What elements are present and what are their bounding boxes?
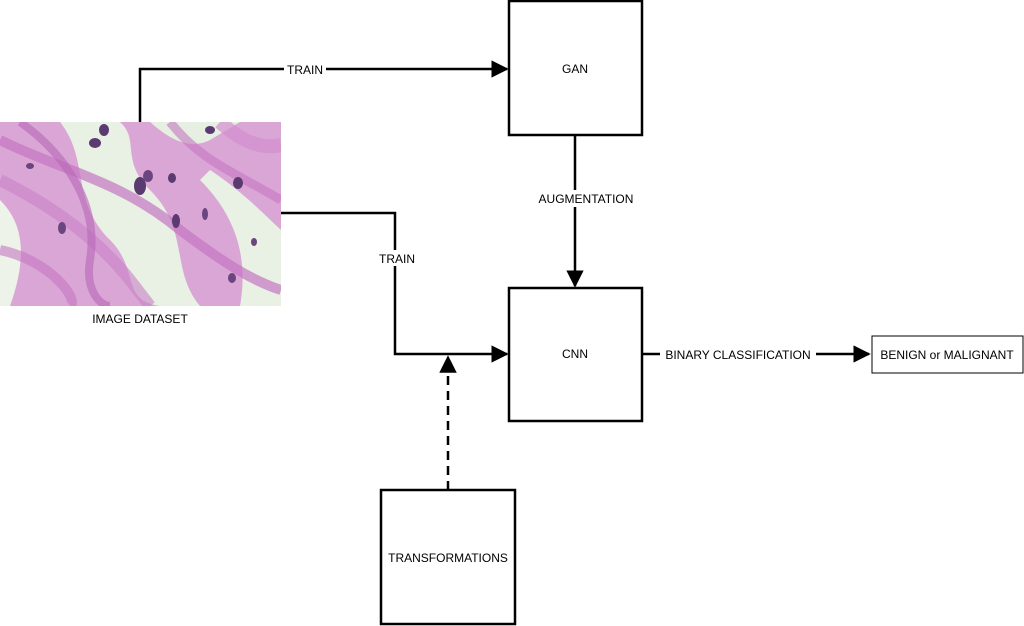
gan-node bbox=[507, 0, 644, 137]
edge-dataset-to-cnn bbox=[281, 211, 509, 363]
output-label: BENIGN or MALIGNANT bbox=[880, 348, 1014, 362]
cnn-label: CNN bbox=[562, 347, 588, 361]
output-node bbox=[871, 335, 1024, 374]
edge-label-binary-classification: BINARY CLASSIFICATION bbox=[665, 348, 810, 362]
cnn-node bbox=[507, 286, 644, 423]
transformations-label: TRANSFORMATIONS bbox=[388, 551, 508, 565]
transformations-node bbox=[379, 488, 517, 626]
edge-label-train-gan: TRAIN bbox=[287, 63, 323, 77]
gan-label: GAN bbox=[562, 62, 588, 76]
edge-dataset-to-gan bbox=[138, 60, 509, 122]
dataset-image bbox=[0, 122, 281, 306]
edge-label-augmentation: AUGMENTATION bbox=[539, 192, 634, 206]
dataset-label: IMAGE DATASET bbox=[92, 312, 188, 326]
edge-label-train-cnn: TRAIN bbox=[379, 252, 415, 266]
